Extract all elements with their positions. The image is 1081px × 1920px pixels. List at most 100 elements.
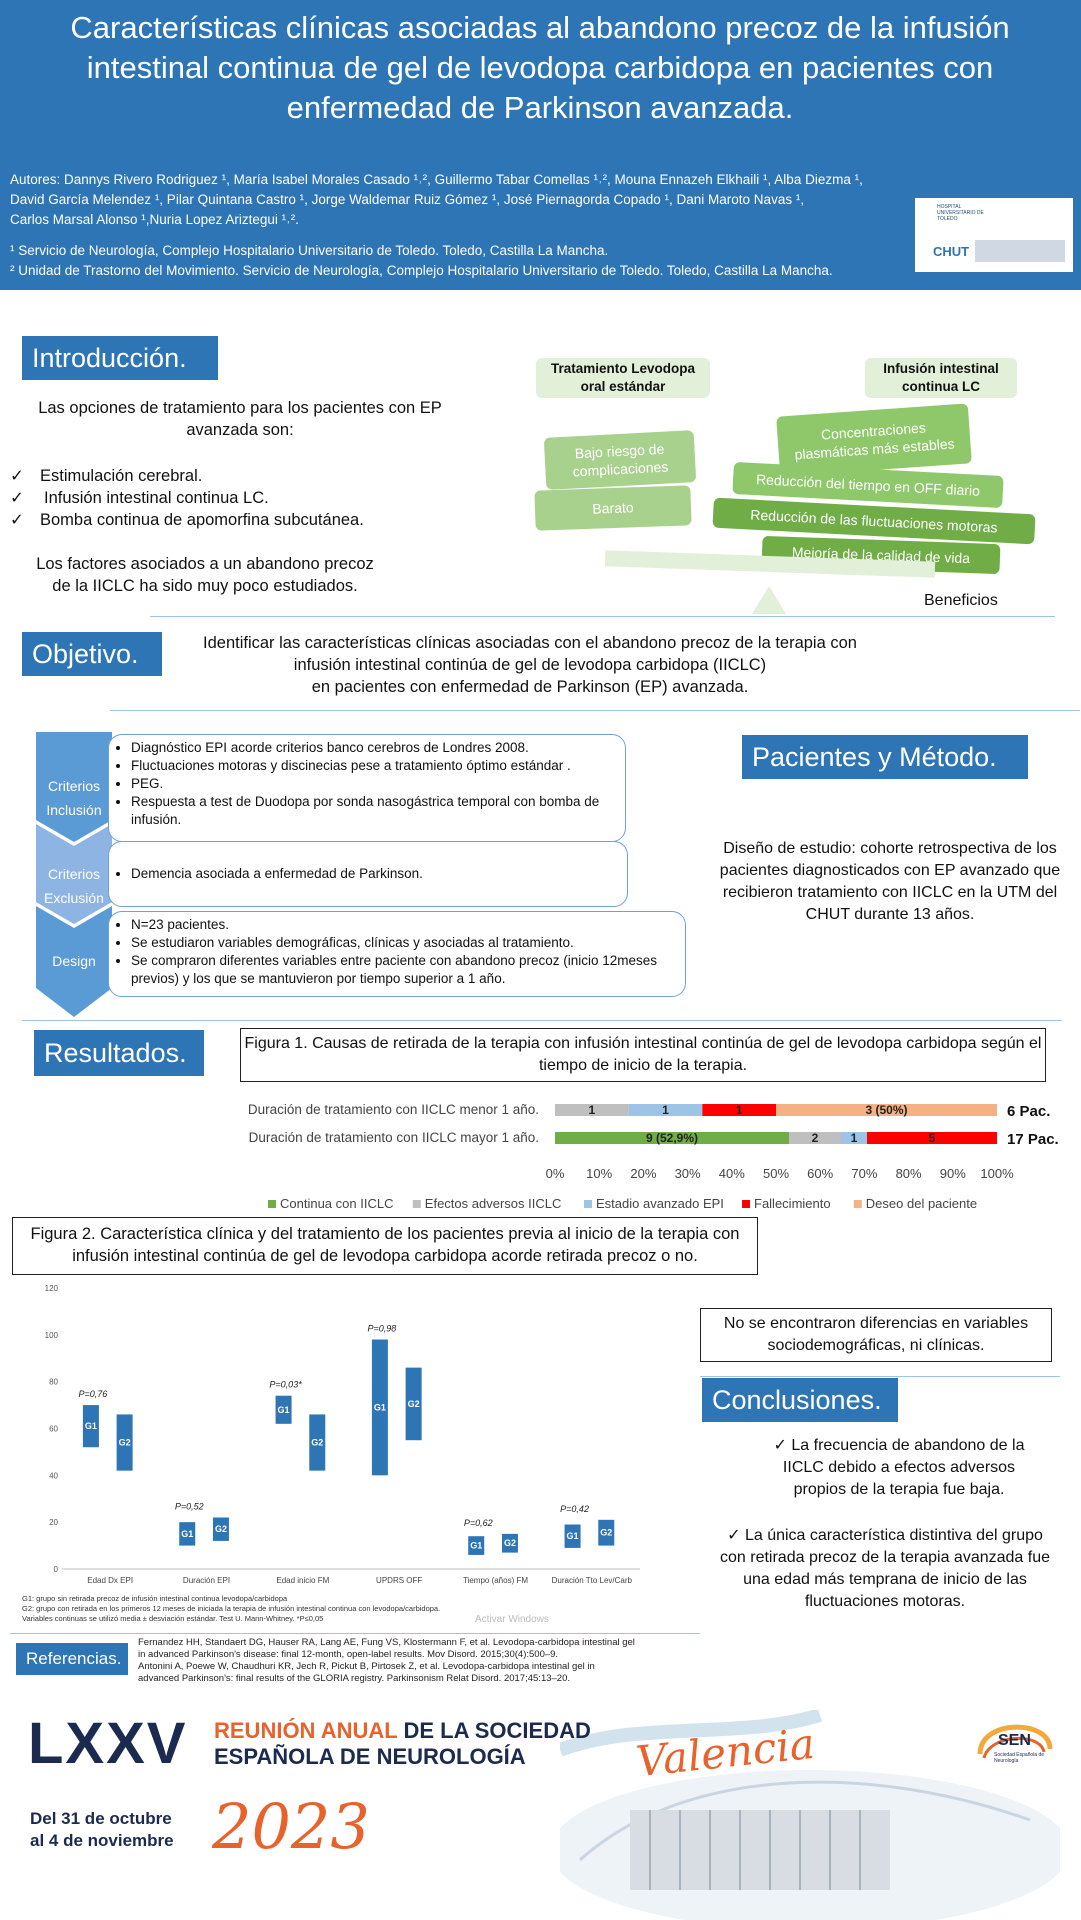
- fig2-group-label: G1: [181, 1529, 193, 1539]
- fig1-tick-label: 50%: [763, 1166, 789, 1181]
- fig2-pvalue-label: P=0,03*: [269, 1380, 302, 1390]
- fig2-range-bar: [309, 1414, 326, 1471]
- fig1-tick-label: 30%: [675, 1166, 701, 1181]
- fig1-data-label: 9 (52,9%): [646, 1131, 698, 1145]
- fig2-notes: G1: grupo sin retirada precoz de infusió…: [22, 1594, 622, 1624]
- fig1-data-label: 5: [929, 1131, 936, 1145]
- divider: [110, 710, 1080, 711]
- design-box: N=23 pacientes. Se estudiaron variables …: [108, 911, 686, 997]
- conclusion-item-1: ✓ La frecuencia de abandono de la IICLC …: [773, 1437, 1025, 1498]
- fig2-group-label: G1: [85, 1421, 97, 1431]
- criteria-chevrons: [36, 732, 112, 1017]
- fig2-group-label: G1: [374, 1402, 386, 1412]
- fig1-data-label: 1: [588, 1103, 595, 1117]
- congress-dates: Del 31 de octubre al 4 de noviembre: [30, 1809, 174, 1850]
- check-icon: ✓: [10, 467, 24, 485]
- intro-check-item: ✓Bomba continua de apomorfina subcutánea…: [10, 511, 364, 529]
- fig1-bar-segment: [702, 1104, 776, 1116]
- fig2-note: G1: grupo sin retirada precoz de infusió…: [22, 1594, 288, 1603]
- fig2-pvalue-label: P=0,98: [368, 1324, 397, 1334]
- congress-title: REUNIÓN ANUAL DE LA SOCIEDAD ESPAÑOLA DE…: [214, 1718, 591, 1769]
- logo-chut: CHUT: [933, 244, 970, 259]
- balance-fulcrum: [752, 586, 786, 614]
- sen-logo-subtext: Sociedad Española de Neurología: [994, 1752, 1045, 1764]
- fig1-bar-segment: [867, 1132, 997, 1144]
- intro-closing: Los factores asociados a un abandono pre…: [36, 555, 374, 595]
- fig2-caption: Figura 2. Característica clínica y del t…: [12, 1217, 758, 1275]
- fig1-legend-label: Estadio avanzado EPI: [596, 1196, 724, 1211]
- intro-check-item: ✓Estimulación cerebral.: [10, 467, 203, 485]
- inclusion-item: Fluctuaciones motoras y discinecias pese…: [131, 757, 617, 775]
- exclusion-item: Demencia asociada a enfermedad de Parkin…: [131, 865, 423, 883]
- fig2-category-label: Tiempo (años) FM: [463, 1576, 528, 1585]
- fig2-range-bar: [501, 1533, 518, 1553]
- logo-small-text: HOSPITAL UNIVERSITARIO DE TOLEDO: [937, 204, 984, 222]
- fig2-range-bar: [564, 1524, 581, 1548]
- fig2-tick-label: 120: [45, 1284, 59, 1293]
- fig1-tick-label: 20%: [630, 1166, 656, 1181]
- fig2-range-bar: [116, 1414, 133, 1471]
- fig2-category-label: Duración EPI: [183, 1576, 230, 1585]
- reference-item: Antonini A, Poewe W, Chaudhuri KR, Jech …: [138, 1661, 595, 1684]
- fig2-tick-label: 60: [49, 1425, 58, 1434]
- inclusion-box: Diagnóstico EPI acorde criterios banco c…: [108, 734, 626, 842]
- exclusion-label: Criterios Exclusión: [44, 866, 104, 906]
- fig1-total-label: 17 Pac.: [1007, 1131, 1059, 1148]
- fig1-legend-swatch: [742, 1200, 750, 1208]
- reference-item: Fernandez HH, Standaert DG, Hauser RA, L…: [138, 1637, 635, 1660]
- design-item: Se estudiaron variables demográficas, cl…: [131, 934, 677, 952]
- inclusion-item: Diagnóstico EPI acorde criterios banco c…: [131, 739, 617, 757]
- intro-check-list: ✓Estimulación cerebral. ✓Infusión intest…: [10, 465, 450, 531]
- congress-footer: LXXV REUNIÓN ANUAL DE LA SOCIEDAD ESPAÑO…: [0, 1690, 1081, 1920]
- design-item: N=23 pacientes.: [131, 916, 677, 934]
- references-list: Fernandez HH, Standaert DG, Hauser RA, L…: [138, 1637, 638, 1685]
- fig1-tick-label: 100%: [980, 1166, 1014, 1181]
- objective-heading: Objetivo.: [22, 632, 162, 676]
- fig2-category-label: Edad inicio FM: [276, 1576, 329, 1585]
- affiliation-1: ¹ Servicio de Neurología, Complejo Hospi…: [10, 243, 609, 258]
- fig1-category-label: Duración de tratamiento con IICLC mayor …: [249, 1130, 539, 1145]
- inclusion-label: Criterios Inclusión: [46, 778, 102, 818]
- fig1-legend-swatch: [853, 1200, 862, 1208]
- fig1-legend-swatch: [268, 1200, 276, 1208]
- fig1-tick-label: 80%: [896, 1166, 922, 1181]
- divider: [22, 1020, 1062, 1021]
- authors-line-3: Carlos Marsal Alonso ¹,Nuria Lopez Arizt…: [10, 212, 299, 227]
- fig2-group-label: G2: [215, 1524, 227, 1534]
- references-heading: Referencias.: [16, 1643, 128, 1675]
- fig1-tick-label: 10%: [586, 1166, 612, 1181]
- fig2-group-label: G1: [567, 1531, 579, 1541]
- fig2-category-label: Duración Tto Lev/Carb: [552, 1576, 633, 1585]
- conclusion-item-2: ✓ La única característica distintiva del…: [720, 1527, 1050, 1610]
- check-icon: ✓: [773, 1437, 787, 1454]
- fig1-bar-segment: [555, 1104, 629, 1116]
- fig2-tick-label: 80: [49, 1378, 58, 1387]
- fig2-category-label: Edad Dx EPI: [87, 1576, 133, 1585]
- fig1-legend-swatch: [412, 1200, 421, 1208]
- fig1-tick-label: 0%: [546, 1166, 565, 1181]
- fig1-legend-label: Continua con IICLC: [280, 1196, 393, 1211]
- design-label: Design: [52, 953, 96, 969]
- fig2-range-bar: [275, 1395, 292, 1424]
- results-heading: Resultados.: [34, 1030, 204, 1076]
- fig1-tick-label: 40%: [719, 1166, 745, 1181]
- chevron-inclusion: [36, 732, 112, 842]
- sen-logo-text: SEN: [998, 1732, 1031, 1749]
- benefits-label: Beneficios: [924, 592, 998, 609]
- fig2-group-label: G1: [278, 1405, 290, 1415]
- chevron-design: [36, 906, 112, 1017]
- hospital-logo: HOSPITAL UNIVERSITARIO DE TOLEDO CHUT: [915, 198, 1073, 272]
- fig2-pvalue-label: P=0,62: [464, 1518, 493, 1528]
- fig1-bar-segment: [628, 1104, 703, 1116]
- fig1-tick-label: 60%: [807, 1166, 833, 1181]
- inclusion-item: Respuesta a test de Duodopa por sonda na…: [131, 793, 617, 829]
- fig2-tick-label: 40: [49, 1471, 58, 1480]
- fig1-tick-label: 90%: [940, 1166, 966, 1181]
- fig2-range-bar: [405, 1367, 422, 1441]
- design-item: Se compraron diferentes variables entre …: [131, 952, 677, 988]
- fig1-data-label: 1: [736, 1103, 743, 1117]
- congress-year: 2023: [212, 1790, 370, 1863]
- check-icon: ✓: [727, 1527, 741, 1544]
- intro-check-item: ✓Infusión intestinal continua LC.: [10, 489, 269, 507]
- fig2-range-bar: [371, 1339, 388, 1476]
